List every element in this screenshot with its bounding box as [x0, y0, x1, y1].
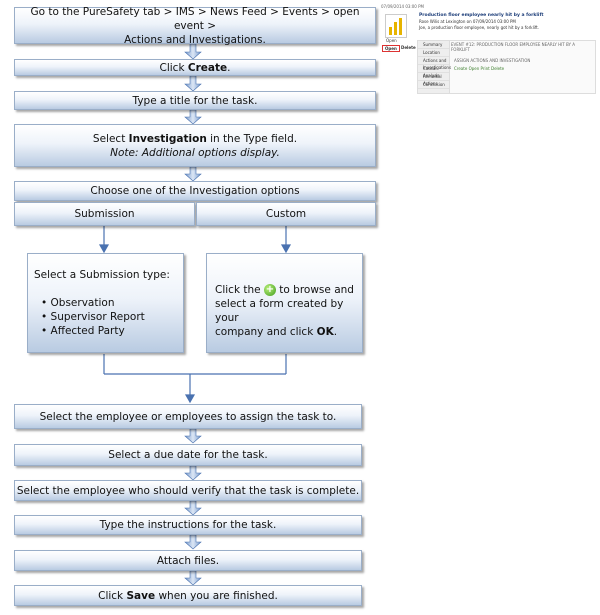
step-navigate-line1: Go to the PureSafety tab > IMS > News Fe… [30, 5, 360, 32]
arrow-2 [184, 75, 202, 92]
plus-circle-icon: + [263, 284, 276, 296]
open-button[interactable]: Open [382, 45, 400, 52]
nav-item-remedial[interactable]: Remedial Actions [418, 73, 449, 86]
step-due-date-text: Select a due date for the task. [108, 449, 268, 461]
step-select-investigation-line: Select Investigation in the Type field. [93, 132, 297, 146]
branch-lines [98, 226, 292, 404]
event-title[interactable]: Production floor employee nearly hit by … [419, 13, 544, 18]
step-attach-files-text: Attach files. [156, 554, 220, 567]
arrow-6 [184, 428, 202, 444]
step-navigate: Go to the PureSafety tab > IMS > News Fe… [14, 5, 376, 46]
open-label: Open [386, 38, 397, 43]
arrow-7 [184, 465, 202, 481]
event-screenshot: 07/09/2014 03:00 PM Production floor emp… [381, 4, 596, 94]
step-instructions: Type the instructions for the task. [14, 515, 362, 535]
step-click-create-bold: Create [187, 61, 228, 74]
event-nav: Summary Location Actions and Investigati… [418, 41, 451, 93]
step-type-title: Type a title for the task. [14, 91, 376, 110]
nav-item-location[interactable]: Location [418, 49, 449, 57]
s4-bold: Investigation [128, 132, 207, 145]
event-description: Joe, a production floor employee, nearly… [419, 25, 539, 30]
step-click-create-post: . [227, 61, 231, 74]
step-attach-files: Attach files. [14, 550, 362, 571]
panel-title: EVENT #12: PRODUCTION FLOOR EMPLOYEE NEA… [451, 42, 575, 52]
custom-bold: OK [316, 326, 334, 338]
delete-button[interactable]: Delete [401, 45, 416, 50]
arrow-9 [184, 534, 202, 550]
step-choose-option-text: Choose one of the Investigation options [90, 185, 300, 197]
step-verify-employee-text: Select the employee who should verify th… [16, 484, 360, 497]
step-select-investigation-note: Note: Additional options display. [110, 146, 280, 159]
step-type-title-text: Type a title for the task. [132, 94, 258, 107]
nav-item-conclusion[interactable]: Conclusion [418, 81, 449, 89]
arrow-3 [184, 109, 202, 125]
custom-form-box: Click the + to browse and select a form … [206, 253, 363, 353]
down-arrows [184, 43, 202, 586]
s4-post: in the Type field. [210, 132, 298, 145]
step-due-date: Select a due date for the task. [14, 444, 362, 466]
step-navigate-line2: Actions and Investigations. [124, 33, 266, 46]
custom-line1: Click the + to browse and [215, 283, 354, 297]
event-panel: Summary Location Actions and Investigati… [417, 40, 596, 94]
nav-item-causal[interactable]: Causal Analysis [418, 65, 449, 78]
step-click-save-pre: Click [98, 589, 124, 602]
submission-list: Observation Supervisor Report Affected P… [34, 296, 145, 338]
arrow-4 [184, 166, 202, 182]
step-select-employees: Select the employee or employees to assi… [14, 404, 362, 429]
submission-types-box: Select a Submission type: Observation Su… [27, 253, 184, 353]
panel-actions[interactable]: Create Open Print Delete [454, 66, 505, 71]
step-click-create: Click Create. [14, 59, 376, 76]
panel-subtitle: ASSIGN ACTIONS AND INVESTIGATION [454, 58, 531, 63]
event-date: 07/09/2014 03:00 PM [381, 4, 424, 9]
option-submission: Submission [14, 202, 195, 226]
step-verify-employee: Select the employee who should verify th… [14, 480, 362, 501]
nav-item-summary[interactable]: Summary [418, 41, 449, 49]
step-select-investigation: Select Investigation in the Type field. … [14, 124, 376, 167]
s4-pre: Select [92, 132, 126, 145]
step-click-save: Click Save when you are finished. [14, 585, 362, 606]
option-submission-label: Submission [74, 208, 135, 220]
option-custom: Custom [196, 202, 376, 226]
option-custom-label: Custom [265, 208, 307, 220]
custom-line3-pre: company and click [215, 326, 314, 338]
step-click-save-bold: Save [126, 589, 156, 602]
custom-post: . [333, 326, 338, 338]
step-instructions-text: Type the instructions for the task. [99, 519, 277, 531]
step-select-employees-text: Select the employee or employees to assi… [39, 410, 337, 423]
event-chart-icon [385, 14, 407, 38]
custom-line1-post: to browse and [279, 284, 354, 296]
custom-pre: Click the [215, 284, 261, 296]
arrow-10 [184, 570, 202, 586]
event-meta: Rose Wilis at Lexington on 07/09/2014 03… [419, 19, 516, 24]
step-click-create-pre: Click [159, 61, 185, 74]
submission-item: Supervisor Report [41, 310, 145, 324]
step-choose-option: Choose one of the Investigation options [14, 181, 376, 201]
submission-item: Observation [41, 296, 145, 310]
nav-item-actions[interactable]: Actions and Investigations [418, 57, 451, 70]
arrow-8 [184, 500, 202, 516]
custom-line3: company and click OK. [215, 325, 337, 339]
step-click-save-post: when you are finished. [158, 589, 278, 602]
custom-line2: select a form created by your [215, 298, 344, 324]
submission-heading: Select a Submission type: [34, 269, 170, 281]
submission-item: Affected Party [41, 324, 145, 338]
arrow-1 [184, 43, 202, 60]
